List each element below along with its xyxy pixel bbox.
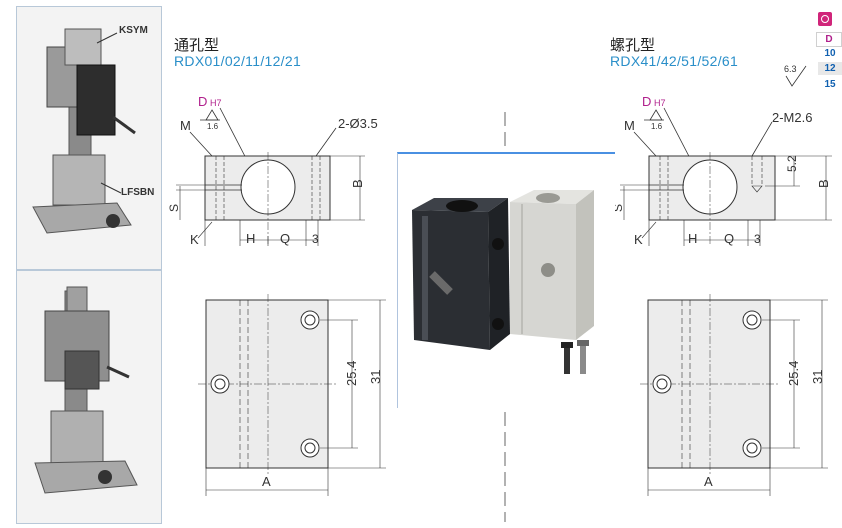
threaded-hole-size-label: 2-M2.6 — [772, 110, 812, 125]
threaded-hole-front-view-drawing: 25.4 31 A — [640, 294, 828, 496]
width-a-label-right: A — [704, 474, 713, 489]
side-tab-12a[interactable]: 12 — [818, 62, 842, 75]
threaded-hole-type-codes: RDX41/42/51/52/61 — [610, 53, 739, 69]
through-hole-side-view-drawing: D H7 1.6 M 2-Ø3.5 S B K H Q 3 — [167, 94, 378, 247]
side-tab-d[interactable]: D — [816, 32, 842, 47]
clamp-blocks-photo — [412, 190, 594, 374]
m-label-right: M — [624, 118, 635, 133]
width-a-label: A — [262, 474, 271, 489]
roughness-symbol: 6.3 — [784, 64, 807, 87]
threaded-hole-side-view-drawing: D H7 1.6 M 2-M2.6 6.3 5.2 S B K H Q 3 — [611, 94, 832, 247]
slit-s-label: S — [167, 204, 181, 212]
assembled-holder-illustration-bottom — [34, 286, 138, 494]
product-photo-top: KSYM LFSBN — [16, 6, 162, 270]
side-tab-icon[interactable] — [818, 12, 832, 26]
bore-d-label: D — [198, 94, 207, 109]
edge-3-label: 3 — [312, 232, 319, 246]
surface-finish-label-right: 1.6 — [651, 122, 663, 131]
side-tab-15[interactable]: 15 — [818, 78, 842, 91]
side-tab-10[interactable]: 10 — [818, 47, 842, 60]
callout-lfsbn: LFSBN — [121, 187, 155, 198]
through-hole-type-codes: RDX01/02/11/12/21 — [174, 53, 302, 69]
through-hole-front-view-drawing: 25.4 31 A — [198, 294, 386, 496]
hole-pitch-label: 25.4 — [344, 361, 359, 386]
surface-finish-label: 1.6 — [207, 122, 219, 131]
hole-pitch-label-right: 25.4 — [786, 361, 801, 386]
h-label-right: H — [688, 231, 697, 246]
bore-tolerance-label-right: H7 — [654, 98, 666, 108]
slit-s-label-right: S — [611, 204, 625, 212]
h-label: H — [246, 231, 255, 246]
q-label: Q — [280, 231, 290, 246]
assembled-holder-illustration-top — [32, 28, 136, 234]
k-label-right: K — [634, 232, 643, 247]
q-label-right: Q — [724, 231, 734, 246]
product-photo-bottom — [16, 270, 162, 524]
through-hole-type-title: 通孔型 — [174, 36, 220, 54]
thread-depth-label: 5.2 — [785, 155, 799, 172]
bore-tolerance-label: H7 — [210, 98, 222, 108]
k-label: K — [190, 232, 199, 247]
block-height-label: 31 — [368, 370, 383, 384]
block-height-label-right: 31 — [810, 370, 825, 384]
roughness-value: 6.3 — [784, 64, 797, 74]
height-b-label: B — [350, 179, 365, 188]
callout-ksym: KSYM — [119, 25, 148, 36]
m-label: M — [180, 118, 191, 133]
threaded-hole-type-title: 螺孔型 — [610, 36, 656, 54]
edge-3-label-right: 3 — [754, 232, 761, 246]
through-hole-size-label: 2-Ø3.5 — [338, 116, 378, 131]
height-b-label-right: B — [816, 179, 831, 188]
product-photo-overlay — [397, 152, 615, 408]
bore-d-label-right: D — [642, 94, 651, 109]
